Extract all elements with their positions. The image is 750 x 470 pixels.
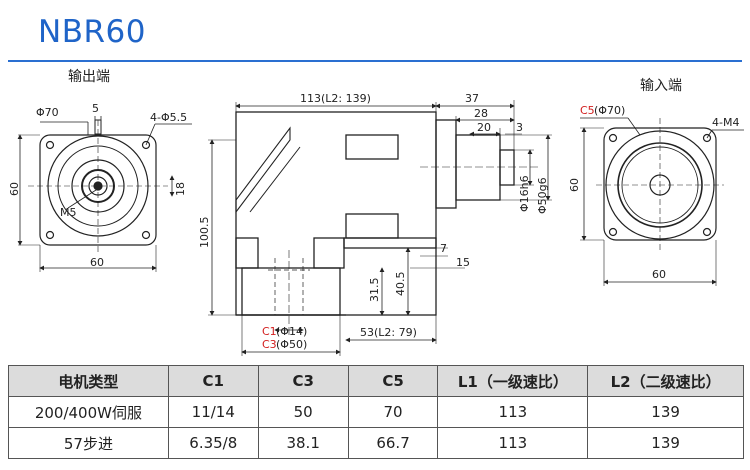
table-row: 57步进 6.35/8 38.1 66.7 113 139 bbox=[8, 427, 744, 459]
side-view bbox=[208, 100, 552, 356]
dim-phi50g6: Φ50g6 bbox=[536, 177, 549, 214]
dim-c5-value: (Φ70) bbox=[594, 104, 625, 117]
dim-28: 28 bbox=[474, 107, 488, 120]
table-cell: 6.35/8 bbox=[167, 427, 259, 459]
table-cell: 57步进 bbox=[8, 427, 169, 459]
dim-height-100-5: 100.5 bbox=[198, 217, 211, 249]
output-shaft bbox=[499, 149, 515, 186]
spec-table: 电机类型 C1 C3 C5 L1（一级速比） L2（二级速比） 200/400W… bbox=[8, 365, 744, 459]
dim-15: 15 bbox=[456, 256, 470, 269]
dim-c1-tag: C1 bbox=[262, 325, 277, 338]
dim-c3-value: (Φ50) bbox=[276, 338, 307, 351]
table-header: C3 bbox=[257, 365, 349, 397]
dim-c3-tag: C3 bbox=[262, 338, 277, 351]
table-header: C1 bbox=[167, 365, 259, 397]
dim-20: 20 bbox=[477, 121, 491, 134]
dim-phi70: Φ70 bbox=[36, 106, 59, 119]
dim-output-60-horizontal: 60 bbox=[90, 256, 104, 269]
dim-output-60-vertical: 60 bbox=[8, 182, 21, 196]
table-cell: 139 bbox=[587, 396, 744, 428]
dim-input-60-horizontal: 60 bbox=[652, 268, 666, 281]
dim-40-5: 40.5 bbox=[394, 272, 407, 297]
table-cell: 139 bbox=[587, 427, 744, 459]
dim-m5: M5 bbox=[60, 206, 77, 219]
table-header-row: 电机类型 C1 C3 C5 L1（一级速比） L2（二级速比） bbox=[8, 365, 744, 397]
table-header: 电机类型 bbox=[8, 365, 169, 397]
dim-18: 18 bbox=[174, 182, 187, 196]
dim-input-60-vertical: 60 bbox=[568, 178, 581, 192]
dim-7: 7 bbox=[440, 242, 447, 255]
dim-31-5: 31.5 bbox=[368, 278, 381, 303]
table-row: 200/400W伺服 11/14 50 70 113 139 bbox=[8, 396, 744, 428]
table-header: L2（二级速比） bbox=[587, 365, 744, 397]
dim-c1-value: (Φ14) bbox=[276, 325, 307, 338]
table-cell: 200/400W伺服 bbox=[8, 396, 169, 428]
output-end-label: 输出端 bbox=[68, 69, 110, 85]
dim-input-holes: 4-M4 bbox=[712, 116, 739, 129]
dim-phi16h6: Φ16h6 bbox=[518, 175, 531, 212]
table-cell: 66.7 bbox=[347, 427, 439, 459]
table-header: L1（一级速比） bbox=[437, 365, 589, 397]
dim-keyway-5: 5 bbox=[92, 102, 99, 115]
output-end-view bbox=[17, 116, 192, 272]
dim-output-holes: 4-Φ5.5 bbox=[150, 111, 187, 124]
dim-3: 3 bbox=[516, 121, 523, 134]
table-cell: 50 bbox=[257, 396, 349, 428]
table-header: C5 bbox=[347, 365, 439, 397]
dim-37: 37 bbox=[465, 92, 479, 105]
table-cell: 11/14 bbox=[167, 396, 259, 428]
input-end-view bbox=[580, 117, 744, 286]
table-cell: 38.1 bbox=[257, 427, 349, 459]
dim-length-113: 113(L2: 139) bbox=[300, 92, 371, 105]
input-end-label: 输入端 bbox=[640, 78, 682, 94]
table-cell: 113 bbox=[437, 396, 589, 428]
table-cell: 113 bbox=[437, 427, 589, 459]
table-cell: 70 bbox=[347, 396, 439, 428]
title-underline bbox=[8, 60, 742, 62]
page-title: NBR60 bbox=[38, 14, 146, 50]
dim-c5-tag: C5 bbox=[580, 104, 595, 117]
dim-53: 53(L2: 79) bbox=[360, 326, 417, 339]
